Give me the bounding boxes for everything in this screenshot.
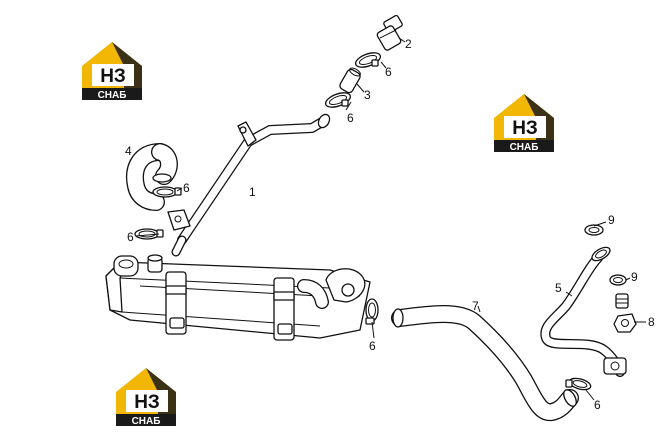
seal-ring: [584, 224, 604, 236]
hose-clamp: [152, 186, 182, 198]
watermark-top-text: НЗ: [512, 118, 538, 139]
hose-clamp: [565, 377, 592, 391]
callout-5: 5: [555, 281, 562, 295]
leader-lines: [135, 61, 646, 401]
callout-9: 9: [631, 270, 638, 284]
hose-clamp: [324, 92, 352, 108]
watermark-top-text: НЗ: [100, 66, 126, 87]
leader-line: [398, 37, 406, 43]
hose-clamp: [354, 52, 382, 68]
hose-clamp: [134, 228, 164, 240]
seal-ring: [609, 274, 627, 286]
watermark-bottom-text: СНАБ: [132, 416, 161, 427]
callout-6: 6: [385, 65, 392, 79]
watermark-top-text: НЗ: [134, 392, 160, 413]
callout-6: 6: [183, 181, 190, 195]
part-right-pipe: [540, 246, 627, 377]
watermark-bottom-text: СНАБ: [98, 90, 127, 101]
callout-2: 2: [405, 37, 412, 51]
callout-6: 6: [369, 339, 376, 353]
callout-6: 6: [594, 398, 601, 412]
callout-1: 1: [249, 185, 256, 199]
part-short-hose: [339, 67, 361, 94]
part-fitting: [376, 14, 403, 51]
part-long-pipe: [167, 113, 331, 257]
hose-clamp: [365, 298, 379, 325]
callout-6: 6: [347, 111, 354, 125]
watermark-logo: НЗ СНАБ: [116, 368, 176, 427]
watermark-logo: НЗ СНАБ: [494, 94, 554, 153]
watermark-logo: НЗ СНАБ: [82, 42, 142, 101]
callout-4: 4: [125, 144, 132, 158]
callout-9: 9: [608, 213, 615, 227]
callout-labels: 2 6 3 6 4 6 1 6 6 7 6 9 9 5 8: [125, 37, 655, 412]
callout-3: 3: [364, 88, 371, 102]
part-banjo-fitting: [613, 293, 637, 333]
watermark-bottom-text: СНАБ: [510, 142, 539, 153]
callout-7: 7: [472, 299, 479, 313]
callout-8: 8: [648, 315, 655, 329]
callout-6: 6: [127, 230, 134, 244]
part-cooler-body: [105, 254, 371, 341]
part-curved-hose: [391, 305, 579, 422]
part-bent-hose: [126, 143, 178, 211]
